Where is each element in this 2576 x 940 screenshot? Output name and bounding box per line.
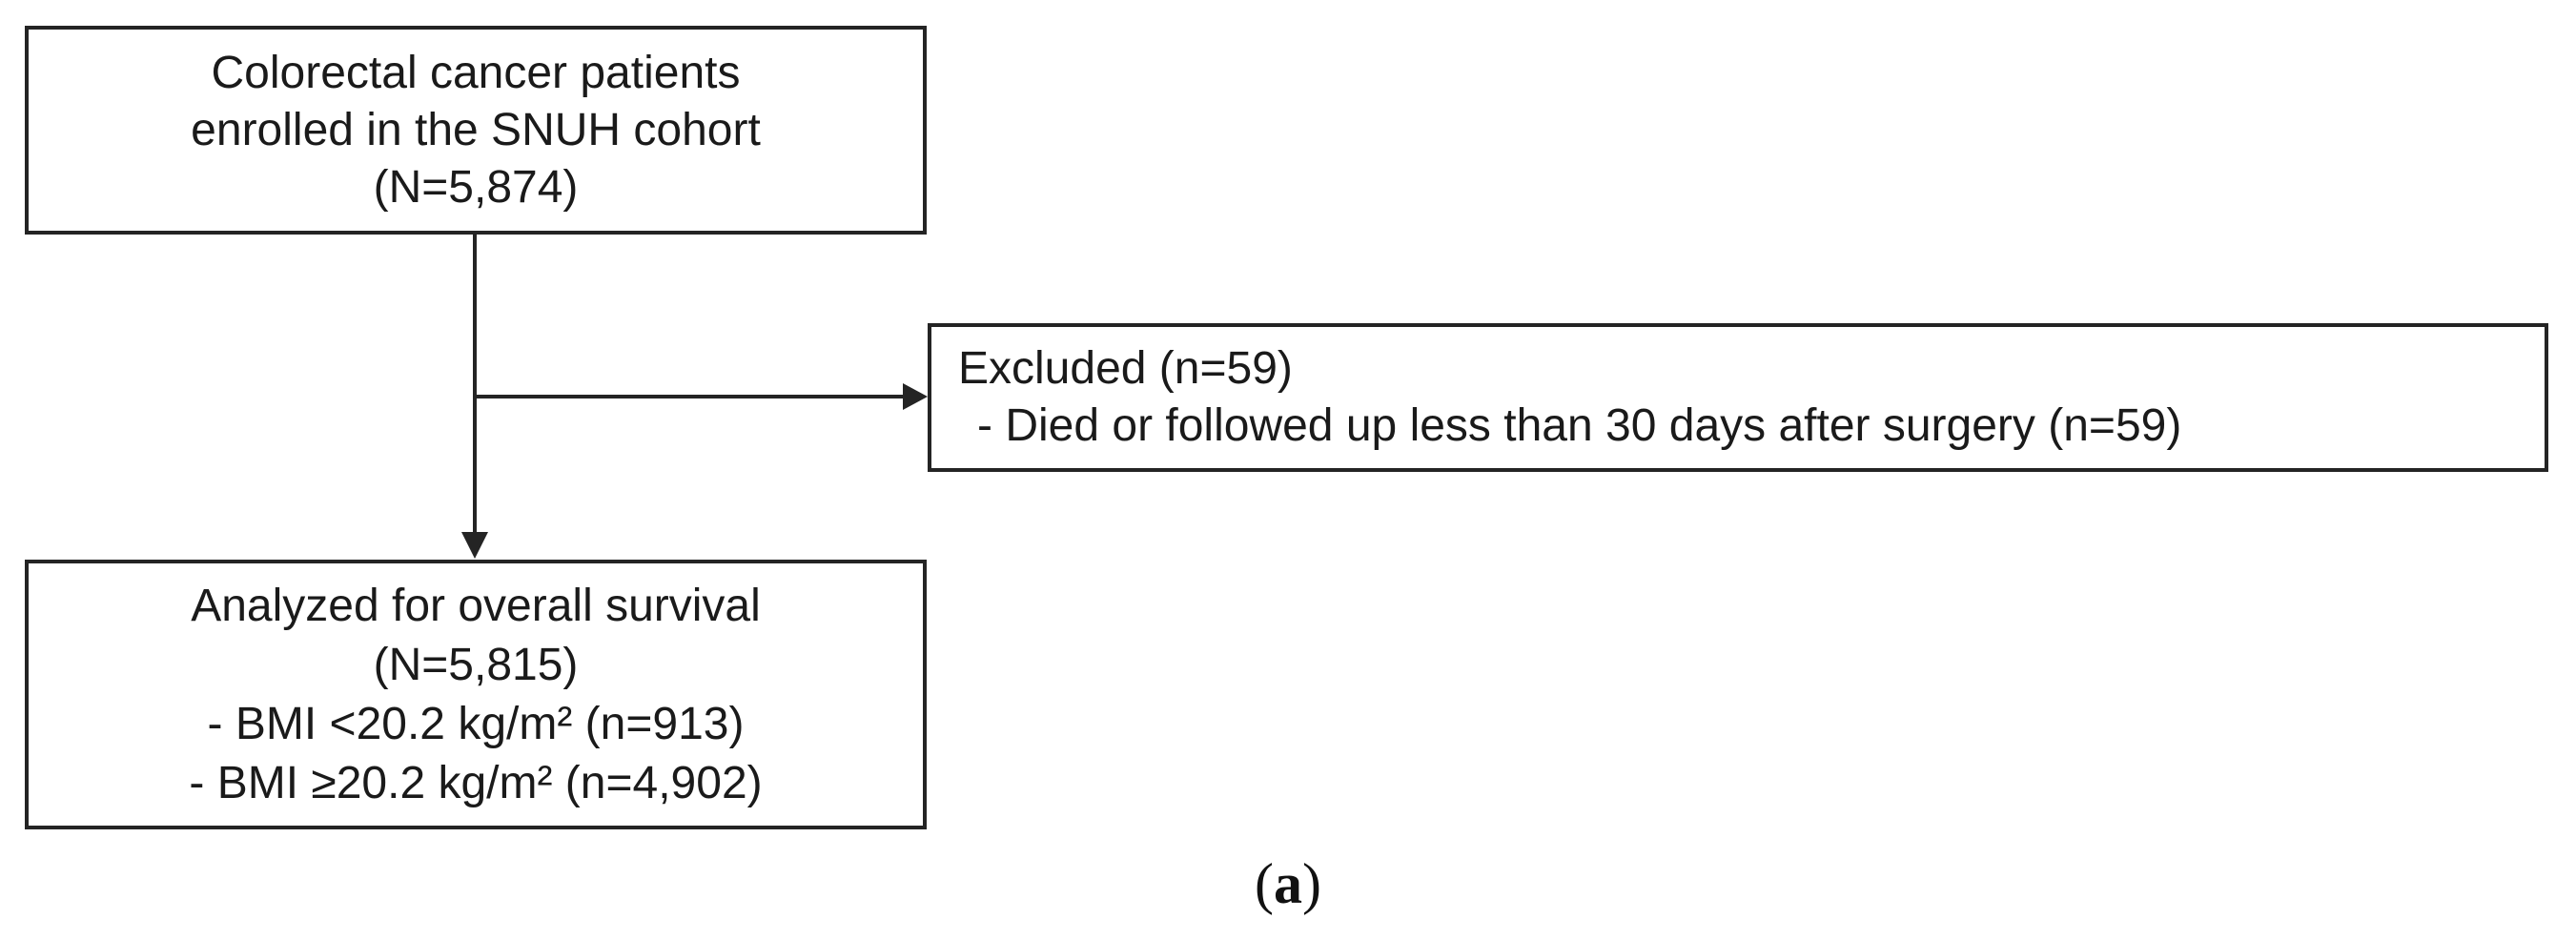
caption-letter: a (1274, 852, 1302, 915)
cohort-line: enrolled in the SNUH cohort (191, 104, 761, 155)
caption-close-paren: ) (1302, 852, 1321, 915)
analyzed-count: (N=5,815) (373, 639, 579, 690)
right-arrowhead-icon (903, 383, 928, 410)
analyzed-bmi-high-line: - BMI ≥20.2 kg/m² (n=4,902) (189, 757, 763, 808)
cohort-count: (N=5,874) (373, 161, 579, 213)
analyzed-bmi-low-line: - BMI <20.2 kg/m² (n=913) (207, 698, 745, 749)
figure-caption: (a) (0, 851, 2576, 917)
excluded-title: Excluded (n=59) (958, 343, 1293, 394)
excluded-reason: - Died or followed up less than 30 days … (977, 400, 2182, 451)
cohort-box: Colorectal cancer patients enrolled in t… (25, 26, 927, 235)
analyzed-box: Analyzed for overall survival (N=5,815) … (25, 560, 927, 829)
analyzed-line: Analyzed for overall survival (191, 580, 761, 631)
connector-vertical-line (473, 235, 477, 536)
connector-horizontal-line (473, 395, 904, 398)
excluded-box: Excluded (n=59) - Died or followed up le… (928, 323, 2548, 472)
down-arrowhead-icon (461, 532, 488, 559)
caption-open-paren: ( (1255, 852, 1274, 915)
cohort-line: Colorectal cancer patients (211, 47, 741, 98)
